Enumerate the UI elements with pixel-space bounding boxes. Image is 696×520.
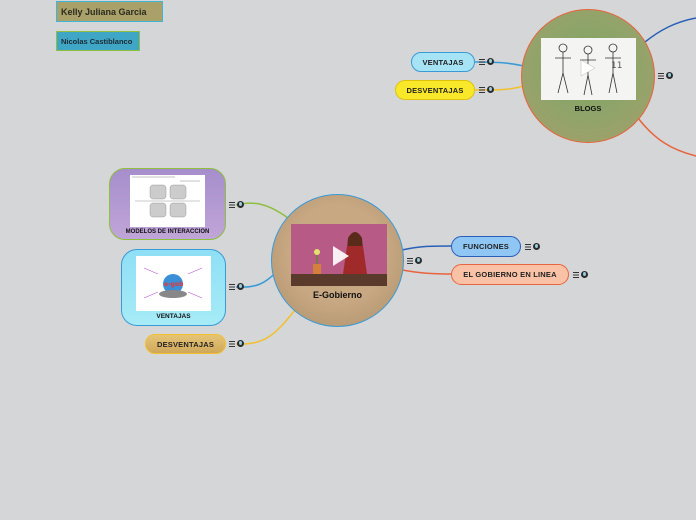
funciones-icons (525, 243, 540, 250)
modelos-card[interactable]: MODELOS DE INTERACCION (109, 168, 226, 240)
menu-icon[interactable] (229, 283, 235, 290)
menu-icon[interactable] (407, 257, 413, 264)
modelos-title: MODELOS DE INTERACCION (125, 229, 210, 235)
menu-icon[interactable] (658, 72, 664, 79)
modelos-icons (229, 201, 244, 208)
connector-blogs-down (637, 117, 696, 157)
pill-label: DESVENTAJAS (406, 85, 464, 95)
globe-icon[interactable] (533, 243, 540, 250)
connector-funciones (401, 245, 453, 251)
menu-icon[interactable] (229, 201, 235, 208)
author-tag-2[interactable]: Nicolas Castiblanco (56, 31, 140, 51)
center-bubble[interactable]: E-Gobierno (271, 194, 404, 327)
modelos-diagram-thumbnail[interactable] (130, 175, 205, 227)
blogs-bubble[interactable]: 11 BLOGS (521, 9, 655, 143)
gobierno-linea-icons (573, 271, 588, 278)
sketch-figures-icon: 11 (555, 43, 622, 96)
desventajas-pill[interactable]: DESVENTAJAS (145, 334, 226, 354)
blogs-video-thumbnail[interactable]: 11 (541, 38, 636, 100)
author-name: Nicolas Castiblanco (61, 37, 133, 46)
connector-blogs-up (644, 17, 696, 43)
gobierno-linea-pill[interactable]: EL GOBIERNO EN LINEA (451, 264, 569, 285)
globe-icon[interactable] (237, 340, 244, 347)
desventajas-icons (229, 340, 244, 347)
center-icons (407, 257, 422, 264)
globe-icon[interactable] (666, 72, 673, 79)
menu-icon[interactable] (229, 340, 235, 347)
pill-label: EL GOBIERNO EN LINEA (463, 270, 557, 279)
ventajas-card[interactable]: e-gob VENTAJAS (121, 249, 226, 326)
menu-icon[interactable] (525, 243, 531, 250)
ventajas-diagram-thumbnail[interactable]: e-gob (136, 256, 211, 311)
video-illustration-icon (291, 232, 387, 286)
menu-icon[interactable] (479, 86, 485, 93)
svg-text:e-gob: e-gob (164, 281, 184, 288)
blogs-ventajas-pill[interactable]: VENTAJAS (411, 52, 475, 72)
blogs-ventajas-icons (479, 58, 494, 65)
ventajas-icons (229, 283, 244, 290)
diagram-thumbnail-icon (132, 176, 200, 218)
menu-icon[interactable] (573, 271, 579, 278)
author-name: Kelly Juliana Garcia (61, 7, 147, 17)
globe-icon[interactable] (237, 201, 244, 208)
blogs-desventajas-pill[interactable]: DESVENTAJAS (395, 80, 475, 100)
globe-icon[interactable] (237, 283, 244, 290)
blogs-icons (658, 72, 673, 79)
connector-gobierno-linea (401, 269, 453, 275)
funciones-pill[interactable]: FUNCIONES (451, 236, 521, 257)
globe-icon[interactable] (487, 58, 494, 65)
pill-label: DESVENTAJAS (156, 339, 215, 349)
menu-icon[interactable] (479, 58, 485, 65)
globe-icon[interactable] (581, 271, 588, 278)
globe-icon[interactable] (487, 86, 494, 93)
pill-label: VENTAJAS (422, 57, 464, 67)
blogs-title: BLOGS (574, 104, 602, 113)
center-video-thumbnail[interactable] (291, 224, 387, 286)
ventajas-title: VENTAJAS (156, 313, 191, 320)
connector-desventajas-left (235, 309, 296, 345)
egov-globe-icon: e-gob (143, 267, 203, 299)
pill-label: FUNCIONES (463, 242, 509, 251)
svg-text:11: 11 (611, 61, 622, 71)
author-tag-1[interactable]: Kelly Juliana Garcia (56, 1, 163, 22)
blogs-desventajas-icons (479, 86, 494, 93)
globe-icon[interactable] (415, 257, 422, 264)
center-title: E-Gobierno (313, 290, 362, 300)
